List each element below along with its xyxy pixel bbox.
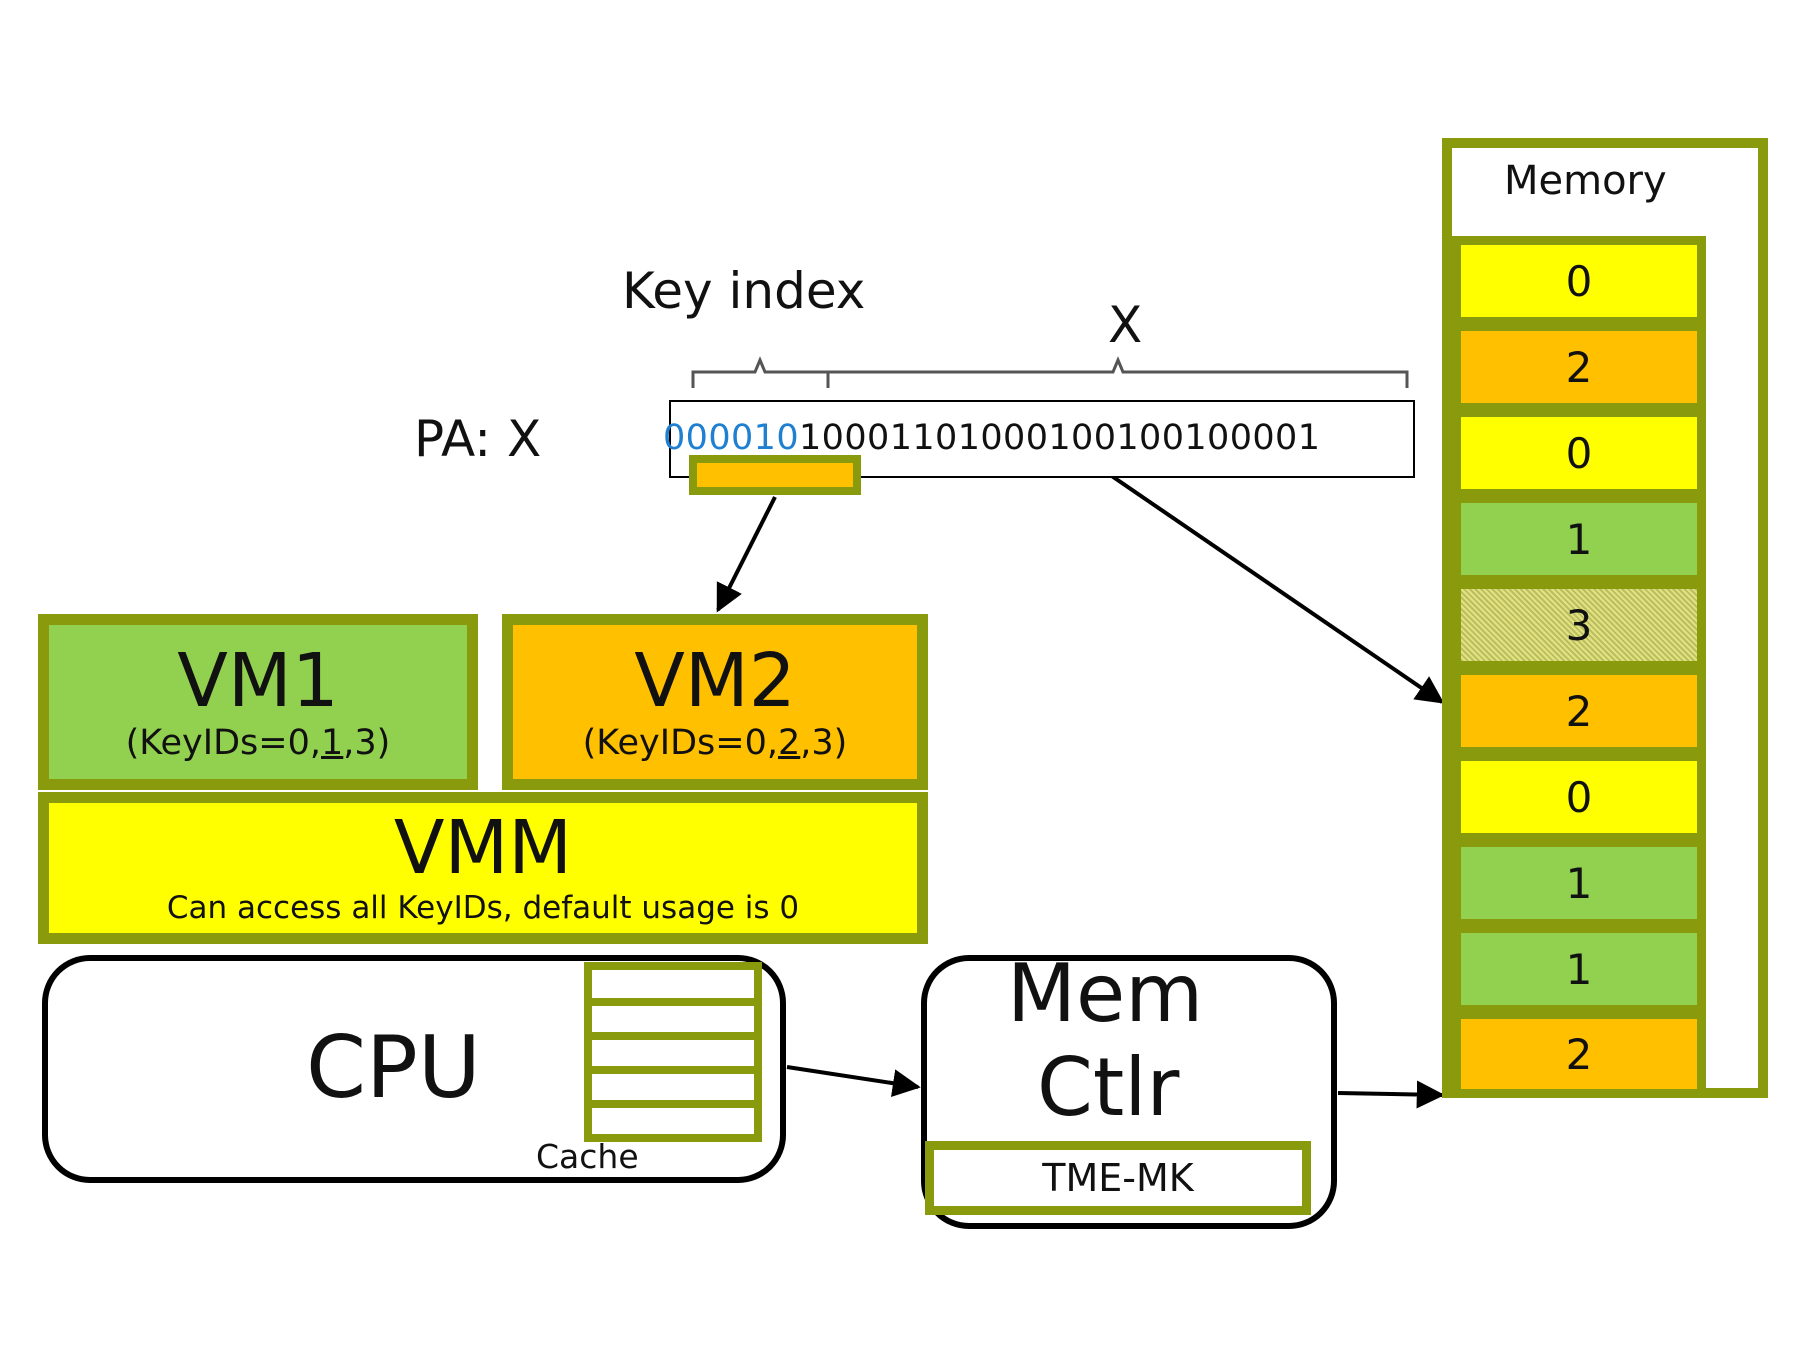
key-index-label: Key index (622, 262, 866, 320)
vm2-active-keyid: 2 (778, 723, 801, 763)
cpu-to-memctl-arrow (786, 1065, 921, 1098)
memory-cell: 0 (1452, 408, 1706, 498)
key-index-marker (689, 455, 861, 495)
memory-cell: 1 (1452, 924, 1706, 1014)
cache-block (584, 962, 762, 1142)
memory-title: Memory (1504, 158, 1667, 204)
x-label: X (1108, 296, 1143, 354)
memory-cell: 1 (1452, 494, 1706, 584)
cache-line (592, 998, 754, 1006)
cache-label: Cache (536, 1137, 639, 1176)
memctl-line1: Mem (1007, 947, 1204, 1040)
tme-mk-label: TME-MK (1042, 1156, 1194, 1200)
vm1-keyids: (KeyIDs=0,1,3) (125, 723, 391, 763)
memory-cell: 0 (1452, 236, 1706, 326)
vmm-box: VMM Can access all KeyIDs, default usage… (38, 792, 928, 944)
addr-to-memory-arrow (1101, 468, 1445, 704)
tme-mk-box: TME-MK (925, 1141, 1311, 1215)
memctl-line2: Ctlr (1037, 1041, 1180, 1134)
cache-line (592, 1100, 754, 1108)
cpu-title: CPU (306, 1018, 481, 1118)
vmm-title: VMM (393, 805, 573, 891)
memory-cell: 2 (1452, 1010, 1706, 1098)
pa-label: PA: X (414, 410, 542, 468)
vmm-subtitle: Can access all KeyIDs, default usage is … (166, 890, 800, 926)
vm1-box: VM1 (KeyIDs=0,1,3) (38, 614, 478, 790)
address-bits: 10001101000100100100001 (799, 418, 1321, 458)
vm2-box: VM2 (KeyIDs=0,2,3) (502, 614, 928, 790)
vm1-title: VM1 (177, 638, 339, 724)
vm1-active-keyid: 1 (321, 723, 344, 763)
memory-cell: 2 (1452, 666, 1706, 756)
memory-cell: 2 (1452, 322, 1706, 412)
pa-bits: 00001010001101000100100100001 (663, 418, 1320, 458)
memory-cell: 3 (1452, 580, 1706, 670)
memory-cell: 1 (1452, 838, 1706, 928)
key-index-brace (691, 356, 830, 388)
cache-line (592, 1032, 754, 1040)
memory-cell: 0 (1452, 752, 1706, 842)
memctl-to-memory-arrow (1337, 1080, 1445, 1109)
key-bits: 000010 (663, 418, 800, 458)
vm2-title: VM2 (634, 638, 796, 724)
x-brace (826, 356, 1409, 388)
key-to-vm2-arrow (716, 496, 777, 613)
cache-line (592, 1066, 754, 1074)
vm2-keyids: (KeyIDs=0,2,3) (582, 723, 848, 763)
